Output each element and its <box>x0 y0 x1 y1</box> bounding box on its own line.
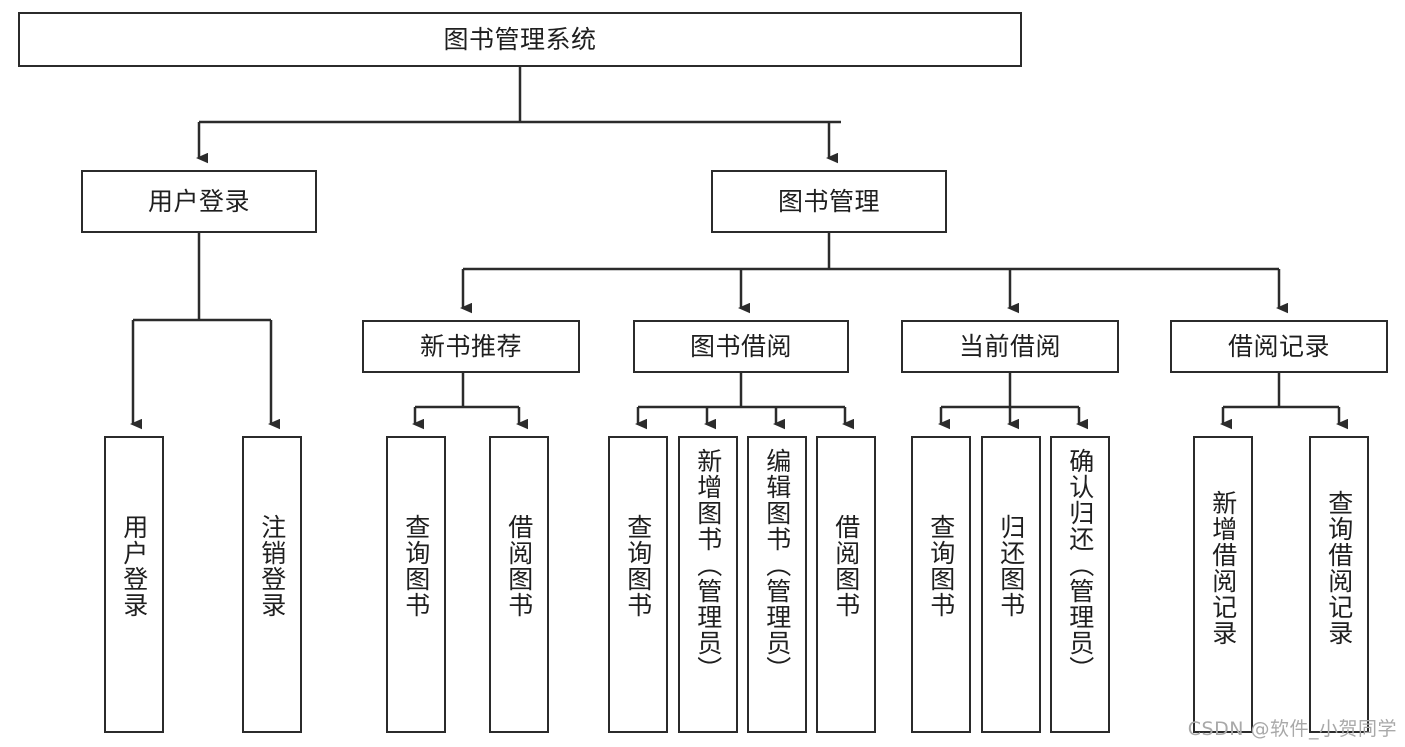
leaf-record-add-record[interactable]: 新增借阅记录 <box>1193 436 1253 733</box>
leaf-borrow-add-book-admin[interactable]: 新增图书（管理员） <box>678 436 738 733</box>
leaf-borrow-edit-book-admin[interactable]: 编辑图书（管理员） <box>747 436 807 733</box>
node-label: 查询图书 <box>401 514 431 618</box>
node-label: 当前借阅 <box>958 331 1061 361</box>
leaf-record-query-record[interactable]: 查询借阅记录 <box>1309 436 1369 733</box>
node-label: 确认归还（管理员） <box>1065 448 1095 682</box>
node-label: 图书管理 <box>777 186 880 216</box>
node-label: 编辑图书（管理员） <box>762 448 792 682</box>
leaf-newbook-borrow-book[interactable]: 借阅图书 <box>489 436 549 733</box>
watermark-text: CSDN @软件_小贺同学 <box>1187 718 1397 740</box>
node-label: 图书借阅 <box>689 331 792 361</box>
node-label: 图书管理系统 <box>443 24 597 54</box>
leaf-borrow-borrow-book[interactable]: 借阅图书 <box>816 436 876 733</box>
node-label: 查询图书 <box>623 514 653 618</box>
leaf-newbook-query-book[interactable]: 查询图书 <box>386 436 446 733</box>
node-label: 查询图书 <box>926 514 956 618</box>
node-user-login[interactable]: 用户登录 <box>81 170 317 233</box>
leaf-user-login[interactable]: 用户登录 <box>104 436 164 733</box>
node-current-borrow[interactable]: 当前借阅 <box>901 320 1119 373</box>
node-label: 用户登录 <box>147 186 250 216</box>
node-borrow-record[interactable]: 借阅记录 <box>1170 320 1388 373</box>
node-label: 借阅图书 <box>504 514 534 618</box>
node-label: 归还图书 <box>996 514 1026 618</box>
node-book-borrow[interactable]: 图书借阅 <box>633 320 849 373</box>
node-new-book-recommend[interactable]: 新书推荐 <box>362 320 580 373</box>
node-label: 新增借阅记录 <box>1208 490 1238 646</box>
node-label: 借阅记录 <box>1227 331 1330 361</box>
node-label: 用户登录 <box>119 514 149 618</box>
leaf-current-return-book[interactable]: 归还图书 <box>981 436 1041 733</box>
leaf-current-query-book[interactable]: 查询图书 <box>911 436 971 733</box>
node-label: 新书推荐 <box>419 331 522 361</box>
node-book-management[interactable]: 图书管理 <box>711 170 947 233</box>
leaf-current-confirm-return-admin[interactable]: 确认归还（管理员） <box>1050 436 1110 733</box>
node-root-system[interactable]: 图书管理系统 <box>18 12 1022 67</box>
leaf-borrow-query-book[interactable]: 查询图书 <box>608 436 668 733</box>
node-label: 查询借阅记录 <box>1324 490 1354 646</box>
node-label: 借阅图书 <box>831 514 861 618</box>
node-label: 新增图书（管理员） <box>693 448 723 682</box>
leaf-user-logout[interactable]: 注销登录 <box>242 436 302 733</box>
node-label: 注销登录 <box>257 514 287 618</box>
